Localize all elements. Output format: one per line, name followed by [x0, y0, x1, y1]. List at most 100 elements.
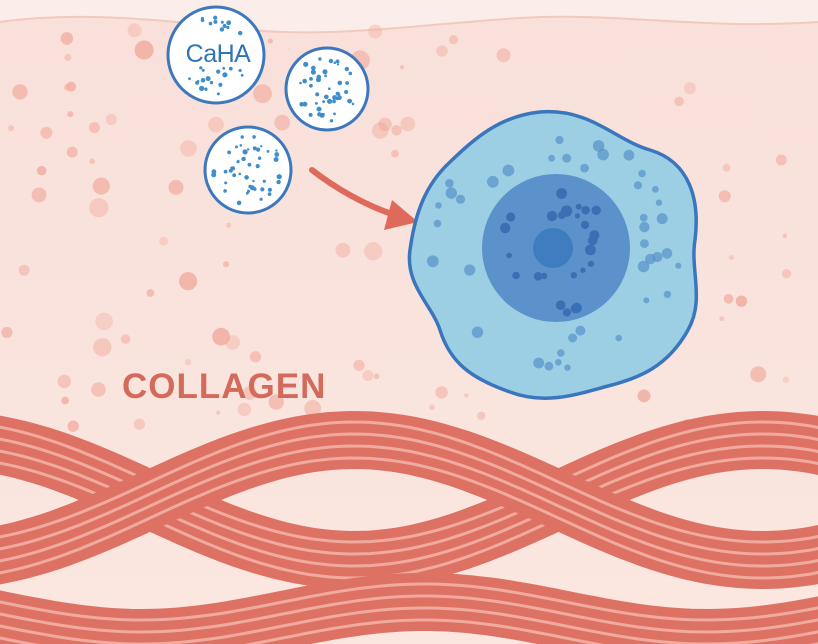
- tissue-dot: [268, 394, 284, 410]
- collagen-bundle: [0, 573, 818, 644]
- tissue-dot: [464, 393, 469, 398]
- particle-dot: [242, 149, 248, 155]
- chromatin-dot: [546, 210, 558, 222]
- tissue-dot: [31, 187, 47, 203]
- cytoplasm-granule: [639, 213, 648, 222]
- tissue-dot: [718, 190, 731, 203]
- tissue-dot: [719, 316, 725, 322]
- particle-dot: [299, 102, 305, 107]
- chromatin-dot: [585, 244, 596, 256]
- particle-dot: [228, 66, 233, 71]
- tissue-dot: [249, 351, 262, 363]
- cytoplasm-granule: [568, 333, 578, 343]
- chromatin-dot: [575, 203, 582, 210]
- particle-dot: [222, 72, 228, 78]
- particle-dot: [252, 187, 257, 191]
- particle-dot: [318, 57, 322, 61]
- tissue-dot: [372, 122, 389, 139]
- tissue-dot: [435, 386, 448, 399]
- cytoplasm-granule: [555, 359, 562, 366]
- caha-particle-medium: [284, 46, 370, 132]
- particle-dot: [329, 119, 334, 123]
- particle-dot: [276, 174, 282, 180]
- particle-dot: [219, 27, 225, 32]
- tissue-dot: [436, 45, 448, 57]
- tissue-dot: [391, 125, 402, 136]
- cytoplasm-granule: [656, 213, 668, 225]
- particle-dot: [218, 82, 223, 87]
- cytoplasm-granule: [455, 194, 466, 204]
- particle-dot: [324, 94, 329, 100]
- particle-dot: [315, 102, 318, 105]
- particle-dot: [226, 25, 230, 30]
- particle-dot: [247, 162, 252, 167]
- particle-dot: [348, 71, 353, 76]
- cytoplasm-granule: [435, 202, 442, 209]
- chromatin-dot: [555, 300, 566, 311]
- particle-dot: [275, 149, 278, 152]
- tissue-dot: [40, 126, 53, 139]
- tissue-dot: [223, 261, 230, 268]
- cytoplasm-granule: [445, 187, 457, 199]
- tissue-dot: [67, 420, 79, 432]
- particle-dot: [232, 173, 237, 178]
- particle-dot: [222, 24, 227, 28]
- tissue-dot: [399, 65, 404, 70]
- particle-dot: [324, 74, 327, 78]
- chromatin-dot: [506, 212, 516, 222]
- particle-dot: [344, 66, 349, 72]
- tissue-dot: [92, 177, 110, 195]
- cytoplasm-granule: [638, 169, 646, 178]
- tissue-dot: [723, 293, 734, 304]
- particle-dot: [252, 135, 256, 139]
- chromatin-dot: [533, 272, 543, 281]
- cytoplasm-granule: [555, 135, 564, 145]
- tissue-dot: [63, 84, 70, 91]
- tissue-dot: [750, 366, 767, 383]
- tissue-dot: [368, 24, 383, 39]
- particle-dot: [241, 156, 246, 162]
- cytoplasm-granule: [645, 253, 656, 265]
- tissue-dot: [775, 154, 787, 166]
- tissue-dot: [67, 111, 74, 118]
- particle-dot: [317, 112, 322, 117]
- cytoplasm-granule: [557, 349, 565, 357]
- particle-dot: [246, 189, 251, 193]
- tissue-dot: [89, 158, 95, 165]
- cytoplasm-granule: [592, 140, 605, 152]
- cytoplasm-granule: [445, 179, 454, 188]
- cytoplasm-granule: [426, 255, 439, 268]
- particle-dot: [310, 69, 316, 75]
- particle-dot: [240, 135, 244, 139]
- particle-dot: [252, 179, 255, 183]
- tissue-dot: [184, 358, 192, 366]
- chromatin-dot: [556, 188, 567, 199]
- cytoplasm-granule: [655, 199, 663, 206]
- particle-dot: [240, 73, 244, 77]
- tissue-dot: [64, 53, 72, 61]
- particle-dot: [248, 184, 252, 189]
- cytoplasm-granule: [597, 148, 609, 161]
- tissue-dot: [496, 48, 511, 63]
- tissue-dot: [781, 269, 792, 279]
- particle-dot: [238, 172, 242, 176]
- tissue-dot: [400, 116, 416, 132]
- particle-dot: [276, 179, 281, 185]
- cytoplasm-granule: [433, 219, 442, 228]
- tissue-dot: [335, 242, 351, 258]
- particle-dot: [322, 69, 328, 75]
- tissue-dot: [18, 264, 30, 276]
- cytoplasm-granule: [663, 290, 672, 299]
- cytoplasm-granule: [548, 154, 555, 162]
- tissue-dot: [179, 272, 198, 291]
- tissue-dots: [1, 23, 792, 437]
- chromatin-dot: [512, 271, 520, 280]
- particle-dot: [200, 78, 206, 83]
- particle-dot: [316, 74, 322, 80]
- chromatin-dot: [581, 205, 590, 215]
- tissue-dot: [304, 400, 322, 417]
- particle-dot: [216, 69, 221, 74]
- skin-surface-line: [0, 15, 818, 34]
- particle-dot: [260, 145, 263, 148]
